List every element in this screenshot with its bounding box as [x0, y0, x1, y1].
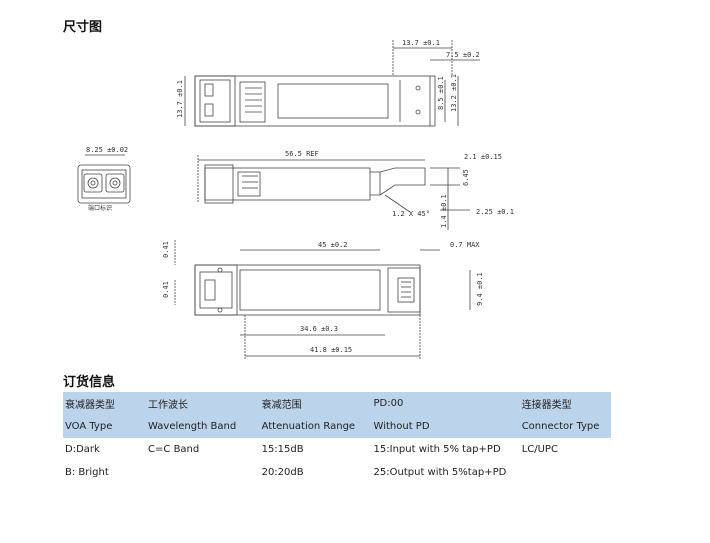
header-cell: PD:00: [371, 392, 520, 415]
table-cell: D:Dark: [65, 444, 100, 455]
dim-bottom-left-b: 0.41: [162, 281, 170, 298]
table-cell: 20:20dB: [261, 467, 304, 478]
header-cell: 衰减器类型: [63, 392, 147, 415]
dim-side-d: 1.2 X 45°: [392, 210, 430, 218]
dim-side-c: 2.25 ±0.1: [476, 208, 514, 216]
side-view: [197, 155, 470, 230]
bottom-view: [174, 240, 471, 360]
dim-side-a: 2.1 ±0.15: [464, 153, 502, 161]
table-header-en: VOA Type Wavelength Band Attenuation Ran…: [63, 415, 611, 438]
dimension-drawing: 13.7 ±0.1 7.5 ±0.2 13.7 ±0.1 8.5 ±0.1 13…: [77, 39, 514, 360]
header-cell: Wavelength Band: [146, 415, 260, 438]
port-label: 端口标识: [88, 204, 112, 212]
dim-bottom-left-a: 0.41: [162, 241, 170, 258]
dim-bottom-right: 9.4 ±0.1: [476, 272, 484, 306]
dim-top-right-b: 13.2 ±0.1: [450, 74, 458, 112]
top-view: [184, 40, 480, 127]
front-view: [77, 154, 131, 204]
dim-front-width: 8.25 ±0.02: [86, 146, 128, 154]
table-header-cn: 衰减器类型 工作波长 衰减范围 PD:00 连接器类型: [63, 392, 611, 415]
header-cell: Without PD: [371, 415, 520, 438]
dim-side-e: 1.4 ±0.1: [440, 194, 448, 228]
dim-top-right-a: 8.5 ±0.1: [437, 76, 445, 110]
table-cell: 15:Input with 5% tap+PD: [373, 444, 501, 455]
header-cell: VOA Type: [63, 415, 147, 438]
header-cell: 衰减范围: [259, 392, 372, 415]
table-cell: [520, 461, 611, 484]
dim-bottom-07: 0.7 MAX: [450, 241, 480, 249]
table-cell: 25:Output with 5%tap+PD: [373, 467, 507, 478]
dim-bottom-346: 34.6 ±0.3: [300, 325, 338, 333]
table-cell: [146, 461, 260, 484]
order-table: 衰减器类型 工作波长 衰减范围 PD:00 连接器类型 VOA Type Wav…: [63, 392, 611, 484]
dim-top-width: 13.7 ±0.1: [402, 39, 440, 47]
header-cell: Attenuation Range: [259, 415, 372, 438]
dim-bottom-418: 41.8 ±0.15: [310, 346, 352, 354]
table-cell: 15:15dB: [261, 444, 304, 455]
header-cell: Connector Type: [519, 415, 611, 438]
dim-bottom-45: 45 ±0.2: [318, 241, 348, 249]
header-cell: 工作波长: [146, 392, 260, 415]
table-row: D:Dark C=C Band 15:15dB 15:Input with 5%…: [63, 438, 611, 461]
dim-side-length: 56.5 REF: [285, 150, 319, 158]
dim-side-b: 6.45: [462, 169, 470, 186]
table-cell: LC/UPC: [521, 444, 558, 455]
dim-top-left-height: 13.7 ±0.1: [176, 80, 184, 118]
header-cell: 连接器类型: [519, 392, 611, 415]
order-section-title: 订货信息: [63, 375, 116, 390]
table-cell: C=C Band: [148, 444, 200, 455]
table-cell: B: Bright: [65, 467, 109, 478]
table-row: B: Bright 20:20dB 25:Output with 5%tap+P…: [63, 461, 611, 484]
dimension-section-title: 尺寸图: [63, 20, 103, 35]
dim-top-right: 7.5 ±0.2: [446, 51, 480, 59]
